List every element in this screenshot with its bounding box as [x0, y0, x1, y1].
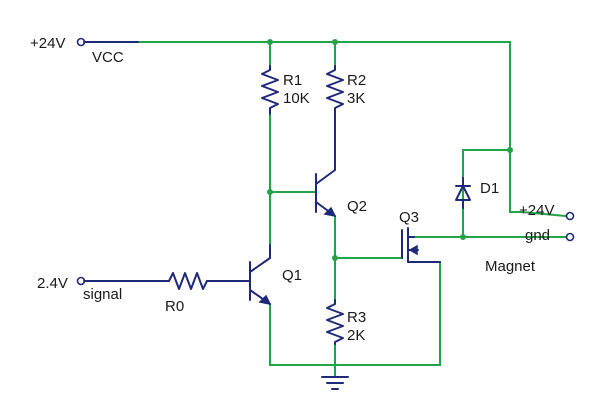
vcc-rail	[137, 41, 511, 213]
input-voltage-label: 2.4V	[37, 275, 68, 292]
resistor-r0-symbol	[164, 272, 208, 290]
transistor-q2-symbol	[315, 169, 337, 218]
transistor-q1-symbol	[249, 244, 272, 306]
input-terminal	[76, 276, 251, 286]
junction-node	[267, 189, 273, 195]
resistor-r3-symbol	[326, 299, 344, 345]
junction-node	[460, 234, 466, 240]
output-gnd-terminal	[565, 232, 575, 242]
junctions	[267, 39, 513, 261]
r3-value-label: 2K	[347, 327, 365, 344]
output-plus-terminal	[565, 211, 575, 221]
magnet-label: Magnet	[485, 258, 536, 275]
output-gnd-label: gnd	[525, 227, 550, 244]
q1-emitter-wire	[269, 261, 441, 366]
supply-terminal	[76, 37, 139, 47]
junction-node	[332, 255, 338, 261]
resistor-r1-symbol	[261, 65, 279, 115]
supply-voltage-label: +24V	[30, 35, 65, 52]
vcc-label: VCC	[92, 49, 124, 66]
mosfet-q3-symbol	[401, 227, 441, 263]
junction-node	[332, 39, 338, 45]
junction-node	[267, 39, 273, 45]
r1-value-label: 10K	[283, 90, 310, 107]
q3-label: Q3	[399, 209, 419, 226]
r2-value-label: 3K	[347, 90, 365, 107]
junction-node	[507, 147, 513, 153]
resistor-r2-symbol	[326, 65, 344, 171]
output-voltage-label: +24V	[519, 202, 554, 219]
q2-label: Q2	[347, 198, 367, 215]
r2-ref-label: R2	[347, 72, 366, 89]
d1-label: D1	[480, 180, 499, 197]
r1-ref-label: R1	[283, 72, 302, 89]
ground-icon	[321, 376, 349, 390]
out-plus-wire	[509, 211, 568, 218]
r3-ref-label: R3	[347, 309, 366, 326]
signal-label: signal	[83, 286, 122, 303]
q1-label: Q1	[282, 267, 302, 284]
r0-label: R0	[165, 298, 184, 315]
diode-d1-symbol	[455, 177, 471, 209]
